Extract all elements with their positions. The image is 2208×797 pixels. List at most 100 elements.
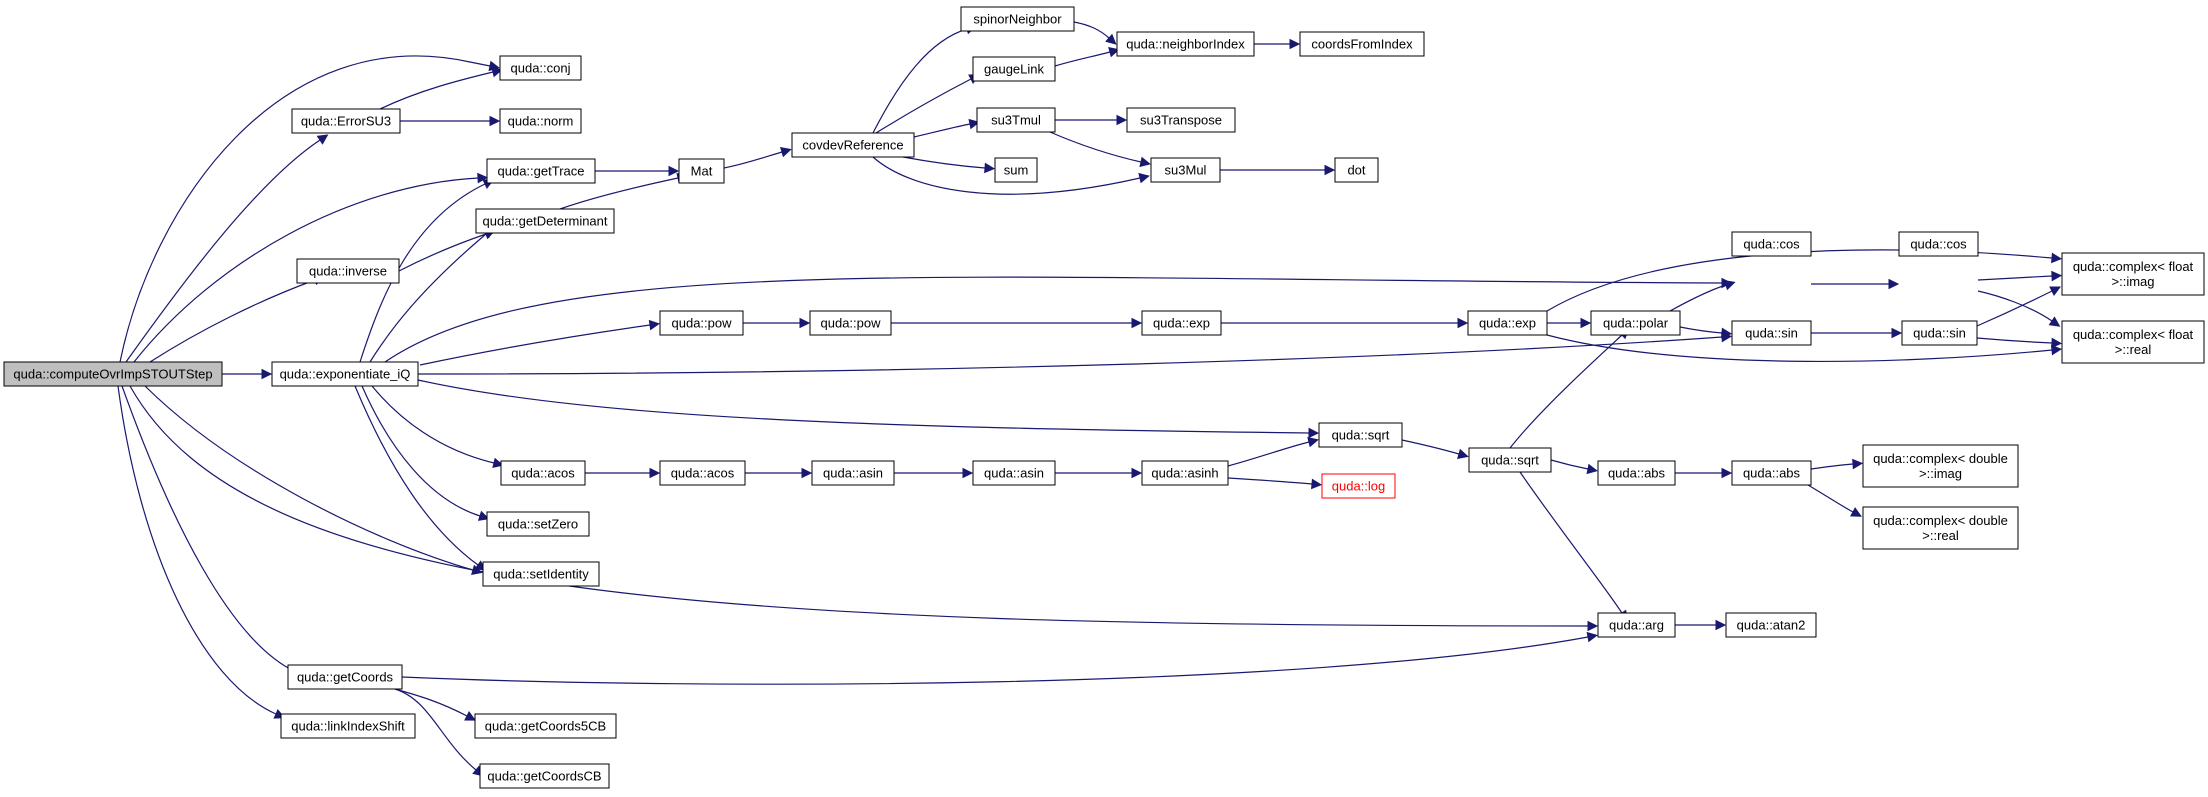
- node-getdet[interactable]: quda::getDeterminant: [475, 208, 615, 234]
- edge-line: [133, 177, 479, 363]
- node-pow1[interactable]: quda::pow: [659, 310, 744, 336]
- node-sqrt1[interactable]: quda::sqrt: [1318, 422, 1403, 448]
- node-pow2[interactable]: quda::pow: [809, 310, 892, 336]
- edge-line: [379, 71, 494, 110]
- edge-arrowhead: [968, 118, 980, 130]
- node-setzero[interactable]: quda::setZero: [486, 511, 590, 537]
- node-mat[interactable]: Mat: [678, 158, 725, 184]
- node-label: quda::complex< double: [1873, 513, 2008, 528]
- edge-arrowhead: [799, 317, 811, 329]
- edge-su3tmul-to-su3mul: [1049, 131, 1151, 168]
- node-abs2[interactable]: quda::abs: [1731, 460, 1812, 486]
- node-linkindexshift[interactable]: quda::linkIndexShift: [280, 713, 416, 739]
- node-box: [280, 713, 416, 739]
- node-label: quda::neighborIndex: [1126, 37, 1245, 52]
- node-label: quda::ErrorSU3: [301, 114, 391, 129]
- edge-acos1-to-acos2: [585, 467, 661, 479]
- node-setidentity[interactable]: quda::setIdentity: [482, 561, 600, 587]
- node-log[interactable]: quda::log: [1321, 473, 1396, 499]
- node-inverse[interactable]: quda::inverse: [296, 258, 400, 284]
- node-arg[interactable]: quda::arg: [1597, 612, 1676, 638]
- edge-asinh-to-sqrt1: [1227, 436, 1319, 467]
- edge-cos2-to-cfreal: [1977, 290, 2061, 327]
- node-label: gaugeLink: [984, 62, 1044, 77]
- node-box: [2061, 252, 2205, 296]
- node-label: quda::setIdentity: [493, 567, 589, 582]
- node-errorsu3[interactable]: quda::ErrorSU3: [291, 108, 401, 134]
- edge-neighborindex-to-coordsfromindex: [1254, 38, 1301, 50]
- edge-arrowhead: [491, 66, 503, 78]
- node-asinh[interactable]: quda::asinh: [1141, 460, 1229, 486]
- node-label: quda::pow: [672, 316, 733, 331]
- node-asin2[interactable]: quda::asin: [972, 460, 1056, 486]
- node-sin1[interactable]: quda::sin: [1731, 320, 1812, 346]
- node-getcoordscb[interactable]: quda::getCoordsCB: [479, 763, 610, 789]
- edge-line: [872, 156, 1141, 195]
- node-su3mul[interactable]: su3Mul: [1150, 157, 1221, 183]
- node-box: [1299, 31, 1425, 57]
- node-su3tmul[interactable]: su3Tmul: [976, 107, 1056, 133]
- edge-line: [354, 385, 479, 566]
- node-sum[interactable]: sum: [994, 157, 1038, 183]
- node-polar[interactable]: quda::polar: [1590, 310, 1681, 336]
- node-asin1[interactable]: quda::asin: [811, 460, 895, 486]
- node-coordsfromindex[interactable]: coordsFromIndex: [1299, 31, 1425, 57]
- node-label: spinorNeighbor: [973, 12, 1062, 27]
- node-abs1[interactable]: quda::abs: [1597, 460, 1676, 486]
- node-sin2[interactable]: quda::sin: [1901, 320, 1978, 346]
- node-label: quda::exp: [1153, 316, 1210, 331]
- node-sqrt2[interactable]: quda::sqrt: [1468, 447, 1552, 473]
- node-label: quda::log: [1332, 479, 1386, 494]
- edge-sin2-to-cfreal: [1976, 337, 2063, 349]
- node-label: quda::getTrace: [498, 164, 585, 179]
- edge-arrowhead: [2049, 286, 2062, 296]
- node-getcoords5cb[interactable]: quda::getCoords5CB: [474, 713, 617, 739]
- node-cos1[interactable]: quda::cos: [1731, 231, 1812, 257]
- node-cdimag[interactable]: quda::complex< double>::imag: [1862, 444, 2019, 488]
- node-box: [1901, 320, 1978, 346]
- node-gettrace[interactable]: quda::getTrace: [486, 158, 596, 184]
- edge-arrowhead: [492, 457, 504, 469]
- node-label: quda::acos: [511, 466, 575, 481]
- edge-line: [117, 385, 277, 715]
- node-root[interactable]: quda::computeOvrImpSTOUTStep: [3, 361, 223, 387]
- node-label: >::imag: [1919, 466, 1962, 481]
- edge-arrowhead: [2051, 270, 2063, 282]
- node-gaugelink[interactable]: gaugeLink: [972, 56, 1056, 82]
- node-acos1[interactable]: quda::acos: [500, 460, 586, 486]
- node-exp2[interactable]: quda::exp: [1467, 310, 1548, 336]
- node-acos2[interactable]: quda::acos: [659, 460, 746, 486]
- node-box: [287, 664, 403, 690]
- node-expiq[interactable]: quda::exponentiate_iQ: [271, 361, 419, 387]
- node-box: [2061, 320, 2205, 364]
- node-dot[interactable]: dot: [1334, 157, 1379, 183]
- node-label: quda::getDeterminant: [482, 214, 607, 229]
- edge-root-to-expiq: [222, 368, 273, 380]
- node-cfreal[interactable]: quda::complex< float>::real: [2061, 320, 2205, 364]
- edge-arrowhead: [1586, 631, 1598, 643]
- node-box: [474, 713, 617, 739]
- node-neighborindex[interactable]: quda::neighborIndex: [1116, 31, 1255, 57]
- node-box: [1725, 612, 1817, 638]
- node-cos2[interactable]: quda::cos: [1898, 231, 1979, 257]
- node-atan2[interactable]: quda::atan2: [1725, 612, 1817, 638]
- edge-getcoords-to-arg: [401, 631, 1598, 685]
- node-covdev[interactable]: covdevReference: [791, 132, 915, 158]
- node-label: quda::exponentiate_iQ: [280, 367, 411, 382]
- node-label: quda::abs: [1743, 466, 1801, 481]
- node-box: [499, 108, 582, 134]
- node-box: [1731, 231, 1812, 257]
- edge-arrowhead: [1888, 278, 1900, 290]
- edge-line: [149, 279, 316, 363]
- edge-line: [723, 151, 783, 169]
- node-spinorneighbor[interactable]: spinorNeighbor: [960, 6, 1075, 32]
- node-cdreal[interactable]: quda::complex< double>::real: [1862, 506, 2019, 550]
- edge-gettrace-to-mat: [595, 165, 680, 177]
- node-su3transpose[interactable]: su3Transpose: [1126, 107, 1236, 133]
- node-cfimag[interactable]: quda::complex< float>::imag: [2061, 252, 2205, 296]
- node-getcoords[interactable]: quda::getCoords: [287, 664, 403, 690]
- node-conj[interactable]: quda::conj: [499, 55, 582, 81]
- node-exp1[interactable]: quda::exp: [1141, 310, 1222, 336]
- node-norm[interactable]: quda::norm: [499, 108, 582, 134]
